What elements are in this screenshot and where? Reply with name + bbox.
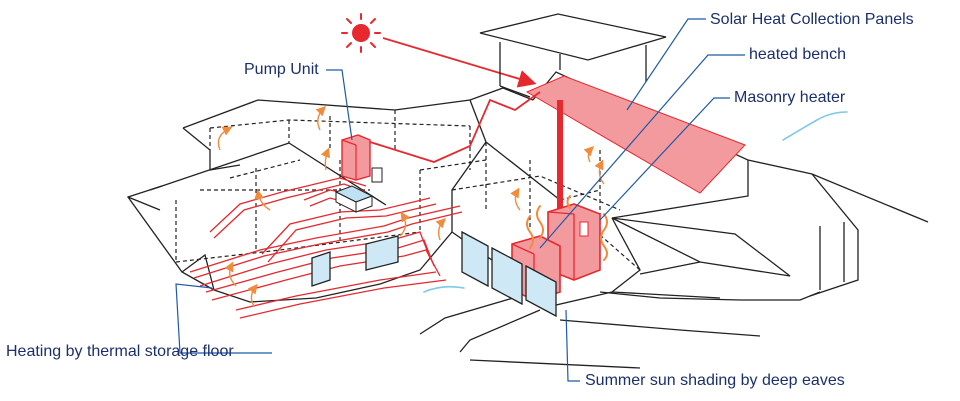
warm-air-arrows: [217, 106, 605, 307]
label-masonry-heater: Masonry heater: [734, 89, 846, 106]
right-wing: [469, 159, 929, 369]
label-heated-bench: heated bench: [749, 46, 846, 63]
roof-cupola: [479, 13, 667, 98]
leader-lines: [175, 18, 745, 382]
label-solar-heat-collection-panels: Solar Heat Collection Panels: [710, 11, 914, 28]
solar-heat-collection-panel: [525, 75, 746, 194]
label-pump-unit: Pump Unit: [244, 61, 319, 78]
main-roof: [126, 71, 749, 353]
sun-icon: [341, 13, 381, 53]
label-summer-sun-shading: Summer sun shading by deep eaves: [585, 372, 845, 389]
pump-unit-box: [341, 134, 383, 183]
wind-icon: [423, 111, 848, 293]
label-heating-thermal-storage-floor: Heating by thermal storage floor: [6, 343, 234, 360]
masonry-flue: [557, 100, 563, 212]
windows: [311, 230, 557, 318]
floor-heating-pipes: [189, 177, 463, 319]
heat-wave-icons: [526, 195, 608, 261]
solar-pipe: [369, 91, 541, 163]
interior-furniture: [334, 185, 374, 213]
sun-ray-arrow: [382, 37, 537, 88]
